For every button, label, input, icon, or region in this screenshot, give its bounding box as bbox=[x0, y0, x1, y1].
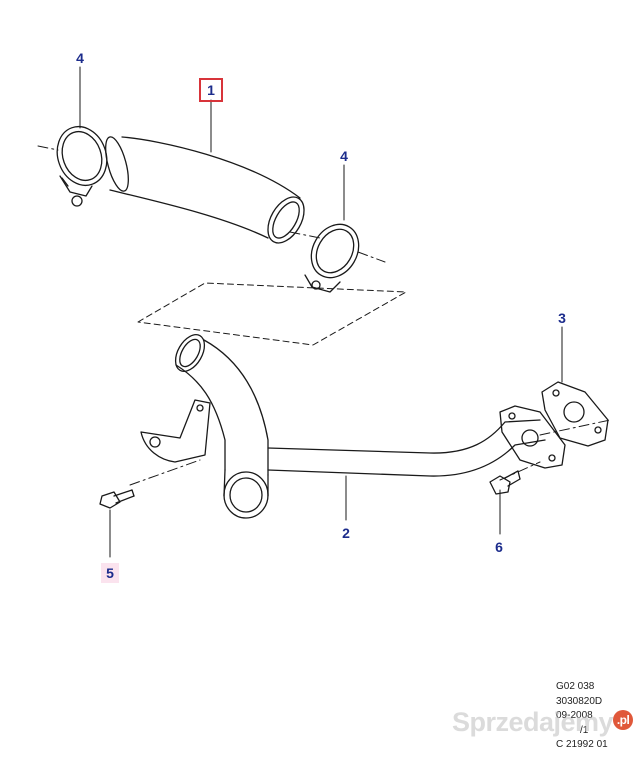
callout-2: 2 bbox=[342, 525, 350, 541]
hose-clamp-lower bbox=[304, 223, 360, 293]
callout-6: 6 bbox=[495, 539, 503, 555]
watermark: Sprzedajemy.pl bbox=[452, 707, 634, 738]
leader-lines bbox=[79, 66, 563, 558]
callout-3: 3 bbox=[558, 310, 566, 326]
callout-4-upper: 4 bbox=[76, 50, 84, 66]
hose-clamp-upper bbox=[56, 125, 108, 207]
flange-gasket bbox=[541, 381, 609, 447]
callout-4-lower: 4 bbox=[340, 148, 348, 164]
bolt-6 bbox=[489, 470, 521, 495]
drawing-reference: G02 038 3030820D 09-2008 /1 C 21992 01 bbox=[556, 680, 626, 753]
bolt-5 bbox=[99, 489, 135, 509]
callout-1: 1 bbox=[199, 78, 223, 102]
callout-5: 5 bbox=[101, 563, 119, 583]
watermark-text: Sprzedajemy bbox=[452, 707, 614, 737]
watermark-suffix: .pl bbox=[613, 709, 634, 730]
reference-line-2: 3030820D bbox=[556, 695, 603, 707]
reference-line-4: /1 bbox=[580, 724, 589, 736]
pipe-flange bbox=[499, 405, 566, 469]
assembly-outline bbox=[137, 282, 407, 346]
center-lines bbox=[37, 145, 611, 486]
coolant-pipe bbox=[140, 334, 546, 519]
coolant-hose bbox=[105, 136, 305, 244]
reference-line-5: C 21992 01 bbox=[556, 739, 608, 750]
reference-line-3: 09-2008 bbox=[556, 710, 593, 721]
reference-line-1: G02 038 bbox=[556, 681, 595, 692]
